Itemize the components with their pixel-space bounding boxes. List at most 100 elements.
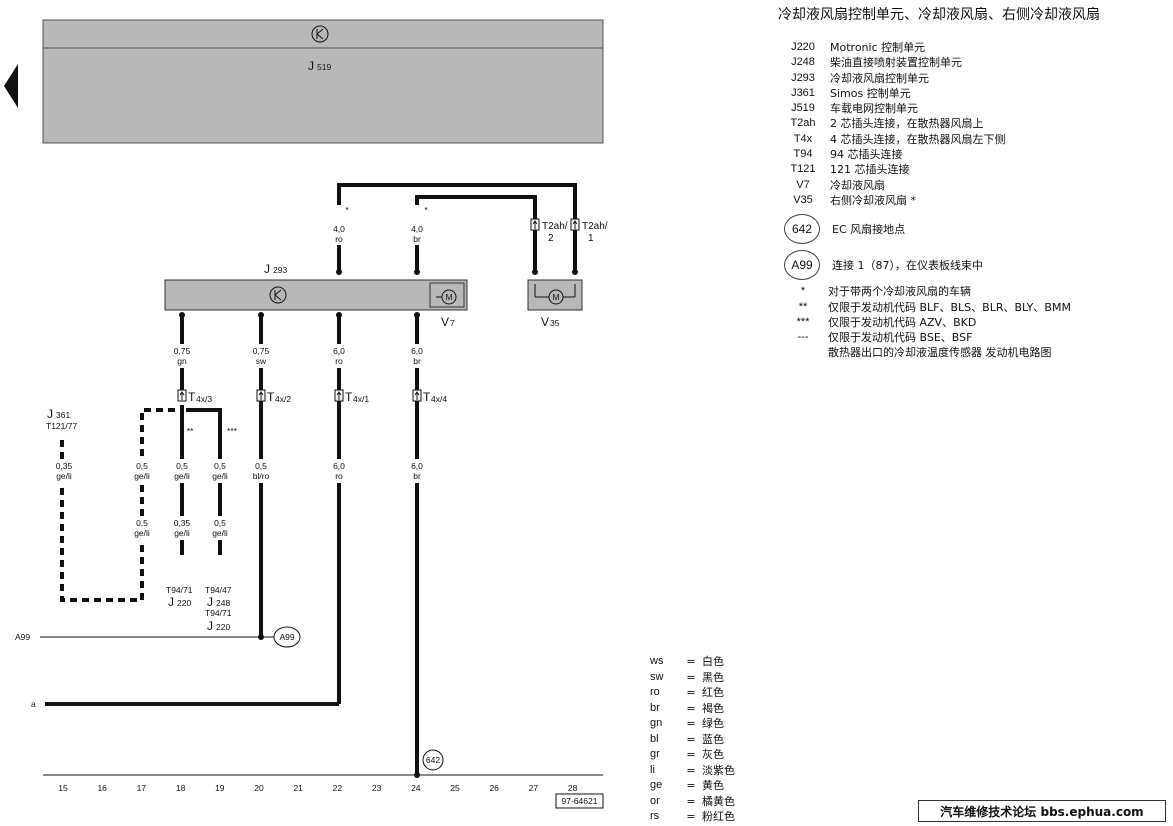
track-number: 25 (450, 783, 460, 793)
wire-color-17b: ge/li (134, 528, 150, 538)
note-row: ***仅限于发动机代码 AZV、BKD (778, 315, 1168, 330)
color-eq: = (686, 748, 696, 761)
legend-desc: 车载电网控制单元 (830, 102, 918, 116)
color-code: br (650, 701, 660, 714)
legend-desc: 121 芯插头连接 (830, 163, 910, 177)
legend-code: T94 (793, 148, 813, 161)
junction-dots (179, 269, 578, 778)
note-desc: 仅限于发动机代码 AZV、BKD (828, 315, 977, 329)
color-name: 黄色 (702, 779, 724, 792)
conn-t4x2: T (267, 390, 275, 404)
track-number: 17 (137, 783, 147, 793)
color-eq: = (686, 732, 696, 746)
conn-t4x4: T (423, 390, 431, 404)
watermark: 汽车维修技术论坛 bbs.ephua.com (918, 800, 1166, 822)
back-arrow-icon[interactable] (4, 64, 18, 108)
wire-color-18b: ge/li (174, 528, 190, 538)
wire-color-20a: bl/ro (253, 471, 270, 481)
legend-code: J248 (791, 56, 815, 69)
color-eq: = (686, 763, 696, 777)
track-number: 28 (568, 783, 578, 793)
legend-desc: 柴油直接喷射装置控制单元 (830, 56, 962, 70)
track-number: 22 (333, 783, 343, 793)
ground-point-desc: 连接 1（87），在仪表板线束中 (832, 259, 983, 273)
wire-color-19a: ge/li (212, 471, 228, 481)
legend-desc: 冷却液风扇 (830, 178, 885, 192)
color-name: 黑色 (702, 670, 724, 684)
color-code: or (650, 794, 660, 807)
legend-desc: 冷却液风扇控制单元 (830, 71, 929, 85)
wire-color-ro-mid: ro (335, 356, 343, 366)
ground-point-circle: A99 (784, 250, 820, 281)
wire-size-ro-top: 4,0 (333, 224, 345, 234)
doc-id: 97-64621 (562, 796, 598, 806)
wire-size-sw: 0,75 (253, 346, 270, 356)
j293-sub: 293 (273, 265, 287, 275)
legend-code: J293 (791, 71, 815, 84)
note-row: *对于带两个冷却液风扇的车辆 (778, 284, 1168, 299)
track-number: 19 (215, 783, 225, 793)
j220-sub: 220 (216, 622, 230, 632)
note-row: **仅限于发动机代码 BLF、BLS、BLR、BLY、BMM (778, 300, 1168, 315)
wire-size-19a: 0,5 (214, 461, 226, 471)
legend-row: J293 冷却液风扇控制单元 (778, 71, 1168, 86)
j361-dashed-wire (60, 408, 176, 602)
wire-size-ro-mid: 6,0 (333, 346, 345, 356)
color-name: 褐色 (702, 701, 724, 715)
wire-color-ro-top: ro (335, 234, 343, 244)
wire-size-br-mid: 6,0 (411, 346, 423, 356)
conn-t4x1-sub: 4x/1 (353, 394, 369, 404)
legend-code: V35 (793, 193, 813, 206)
label-gaps (52, 205, 427, 540)
transistor-icon (269, 286, 287, 304)
legend-code: T4x (793, 132, 813, 145)
color-name: 淡紫色 (702, 763, 735, 777)
j293-label: J (264, 262, 270, 276)
v7-motor-m: M (446, 292, 453, 302)
color-row: bl = 蓝色 (650, 732, 735, 748)
legend-code: J361 (791, 86, 815, 99)
doc-id-box: 97-64621 (555, 793, 604, 809)
color-row: rs=粉红色 (650, 809, 735, 825)
color-eq: = (686, 686, 696, 699)
conn-t2ah2-b: 2 (548, 233, 554, 244)
legend-desc: 94 芯插头连接 (830, 148, 903, 162)
wire-color-24a: br (413, 471, 421, 481)
j361-pin: T121/77 (46, 421, 77, 431)
wire-size-gn: 0,75 (174, 346, 191, 356)
track-number: 16 (97, 783, 107, 793)
color-code: li (650, 763, 655, 776)
note-symbol: ** (798, 300, 808, 313)
j519-label: J (308, 59, 314, 73)
wire-color-br-top: br (413, 234, 421, 244)
track-number: 24 (411, 783, 421, 793)
conn-t4x2-sub: 4x/2 (275, 394, 291, 404)
color-name: 橘黄色 (702, 794, 735, 808)
conn-t2ah2-a: T2ah/ (542, 221, 568, 232)
conn-t4x4-sub: 4x/4 (431, 394, 447, 404)
v35-motor-m: M (553, 292, 560, 302)
legend-desc: 2 芯插头连接，在散热器风扇上 (830, 117, 984, 131)
j293-control-unit: M J 293 V 7 (164, 262, 468, 329)
color-eq: = (686, 717, 696, 730)
wire-color-br-mid: br (413, 356, 421, 366)
color-code: bl (650, 732, 659, 745)
color-name: 灰色 (702, 748, 724, 761)
color-eq: = (686, 701, 696, 715)
color-row: gn=绿色 (650, 716, 735, 732)
ground-point-desc: EC 风扇接地点 (832, 223, 906, 237)
ref-a99-text: A99 (279, 632, 294, 642)
note-row: 散热器出口的冷却液温度传感器 发动机电路图 (778, 345, 1168, 360)
color-name: 蓝色 (702, 732, 724, 746)
wire-size-18a: 0,5 (176, 461, 188, 471)
j519-sub: 519 (317, 62, 331, 72)
v35-sub: 35 (550, 318, 560, 328)
color-code: sw (650, 670, 664, 683)
ref-a99-circle: A99 (273, 626, 301, 648)
color-row: li = 淡紫色 (650, 763, 735, 779)
ref-a: a (31, 699, 36, 709)
